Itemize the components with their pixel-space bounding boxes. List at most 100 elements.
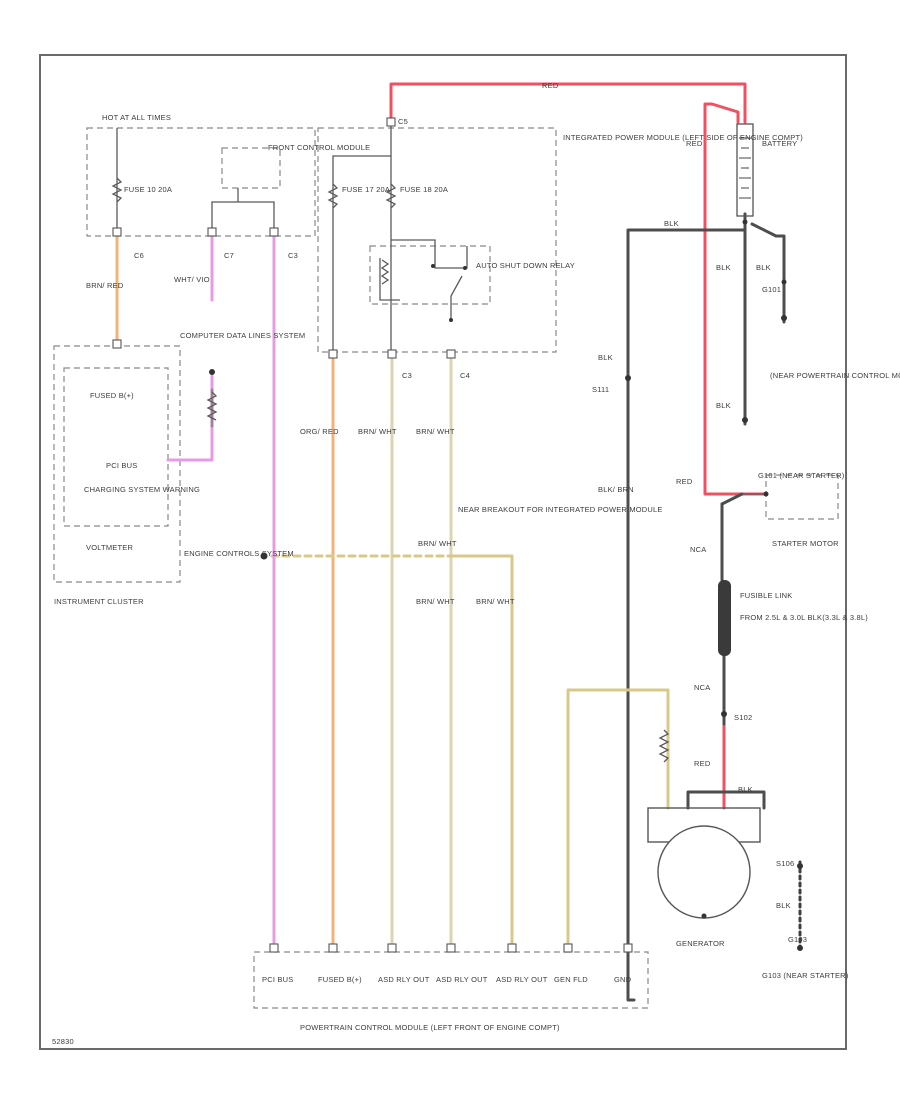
- fuse-10-label: FUSE 10 20A: [124, 185, 172, 194]
- diagram-frame: [39, 54, 847, 1050]
- relay-coil: [379, 258, 400, 301]
- pci-bus-wire: [166, 374, 214, 462]
- blk-wire-label-gen: BLK: [738, 785, 753, 794]
- pcm-pin-3: ASD RLY OUT: [378, 975, 430, 984]
- integrated-power-module-box: [317, 127, 557, 353]
- nca-wire-label: NCA: [690, 545, 706, 554]
- conn-c3-label: C3: [402, 371, 412, 380]
- blk-wire-label-right: BLK: [756, 263, 771, 272]
- footer-id: 52830: [52, 1037, 74, 1046]
- dk-grn-gen-field-wire: [566, 688, 670, 952]
- fusible-link-spec-label: FROM 2.5L & 3.0L BLK(3.3L & 3.8L): [740, 613, 868, 622]
- pcm-pins: PCI BUS FUSED B(+) ASD RLY OUT ASD RLY O…: [262, 975, 632, 984]
- wht-vio-wire-label: WHT/ VIO: [174, 275, 210, 284]
- pcm-box: [253, 951, 649, 1009]
- gen-field-resistor-icon: [658, 729, 670, 763]
- relay-switch: [450, 275, 463, 320]
- relay-coil-icon: [380, 259, 390, 285]
- brn-wht-wire-label-5: BRN/ WHT: [476, 597, 515, 606]
- brn-wht-wire-label-2: BRN/ WHT: [416, 427, 455, 436]
- pcm-pin-2: FUSED B(+): [318, 975, 362, 984]
- pci-bus-cluster-label: PCI BUS: [106, 461, 137, 470]
- battery-label: BATTERY: [762, 139, 797, 148]
- conn-c6-label: C6: [134, 251, 144, 260]
- fuse-18-icon: [385, 183, 397, 209]
- blk-g101-wire: [750, 222, 786, 324]
- fuse-18-label: FUSE 18 20A: [400, 185, 448, 194]
- g103-label: G103: [788, 935, 807, 944]
- computer-data-lines-label: COMPUTER DATA LINES SYSTEM: [180, 331, 305, 340]
- red-wire-label-battery: RED: [686, 139, 703, 148]
- pcm-pin-5: ASD RLY OUT: [496, 975, 548, 984]
- hot-at-all-times-box: [86, 127, 316, 237]
- red-battery-feed-wire: [389, 82, 747, 124]
- ipm-connector-stubs: [112, 117, 456, 359]
- starter-motor-label: STARTER MOTOR: [772, 539, 839, 548]
- g101-label: G101: [762, 285, 781, 294]
- blk-wire-label-s106: BLK: [716, 401, 731, 410]
- pcm-pin-1: PCI BUS: [262, 975, 293, 984]
- relay-feed: [391, 239, 468, 269]
- fuse-labels: FUSE 10 20A FUSE 17 20A FUSE 18 20A: [124, 185, 448, 194]
- near-breakout-label: NEAR BREAKOUT FOR INTEGRATED POWER MODUL…: [458, 505, 663, 514]
- battery-icon: [736, 123, 754, 217]
- s106-powertrain-label: (NEAR POWERTRAIN CONTROL MODULE): [770, 371, 900, 380]
- nca-wire-label-2: NCA: [694, 683, 710, 692]
- s111-label: S111: [592, 385, 609, 394]
- org-red-wire-label: ORG/ RED: [300, 427, 339, 436]
- conn-c3-top-label: C3: [288, 251, 298, 260]
- generator-icon: [657, 825, 751, 919]
- hot-at-label: HOT AT ALL TIMES: [102, 113, 171, 122]
- fuse-17-icon: [327, 183, 339, 209]
- front-control-module-label: FRONT CONTROL MODULE: [268, 143, 370, 152]
- conn-c4-label: C4: [460, 371, 470, 380]
- blk-wire-label-ground: BLK: [598, 353, 613, 362]
- fcm-wires: [211, 201, 275, 236]
- generator-label: GENERATOR: [676, 939, 725, 948]
- brn-wht-wire-label-4: BRN/ WHT: [416, 597, 455, 606]
- pcm-connector-stubs: [269, 943, 633, 953]
- blk-wire-label-left: BLK: [716, 263, 731, 272]
- conn-c5-label: C5: [398, 117, 408, 126]
- pcm-pin-4: ASD RLY OUT: [436, 975, 488, 984]
- fuse-10-icon: [111, 177, 123, 203]
- pcm-pin-6: GEN FLD: [554, 975, 588, 984]
- asd-relay-box: [369, 245, 491, 305]
- brn-wht-wire-label-1: BRN/ WHT: [358, 427, 397, 436]
- fusible-link-label: FUSIBLE LINK: [740, 591, 792, 600]
- blk-wire-label-top: BLK: [664, 219, 679, 228]
- conn-c7-label: C7: [224, 251, 234, 260]
- g101-starter-label: G101 (NEAR STARTER): [758, 471, 845, 480]
- starter-switch-lead: [720, 492, 744, 506]
- voltmeter-label: VOLTMETER: [86, 543, 133, 552]
- pci-bus-resistor-icon: [206, 391, 218, 421]
- fuse-17-label: FUSE 17 20A: [342, 185, 390, 194]
- fusible-link-icon: [718, 580, 731, 656]
- generator-ground-strap: [686, 790, 766, 810]
- blk-brn-wire-label: BLK/ BRN: [598, 485, 634, 494]
- brn-red-wire-label: BRN/ RED: [86, 281, 124, 290]
- charging-warning-label: CHARGING SYSTEM WARNING: [84, 485, 200, 494]
- red-wire-label-gen: RED: [694, 759, 711, 768]
- front-control-module-box: [221, 147, 281, 189]
- s106-label: S106: [776, 859, 794, 868]
- engine-controls-label: ENGINE CONTROLS SYSTEM: [184, 549, 294, 558]
- fused-bplus-label: FUSED B(+): [90, 391, 134, 400]
- charging-warning-box: [63, 367, 169, 527]
- asd-relay-label: AUTO SHUT DOWN RELAY: [476, 261, 575, 270]
- splice-dots: [209, 219, 803, 951]
- pcm-label: POWERTRAIN CONTROL MODULE (LEFT FRONT OF…: [300, 1023, 560, 1032]
- pcm-pin-7: GND: [614, 975, 632, 984]
- module-labels: HOT AT ALL TIMES FRONT CONTROL MODULE IN…: [52, 113, 900, 1046]
- blk-wire-label-g103: BLK: [776, 901, 791, 910]
- brn-wht-wire-label-3: BRN/ WHT: [418, 539, 457, 548]
- red-wire-label-starter: RED: [676, 477, 693, 486]
- starter-motor-box: [765, 474, 839, 520]
- red-wire-label-top: RED: [542, 81, 559, 90]
- fuse17-branch: [332, 155, 391, 358]
- connector-labels: C6 C7 C3 C5 C3 C4 S111 S102 S106 G101 G1…: [134, 117, 807, 944]
- s102-label: S102: [734, 713, 752, 722]
- wire-color-labels: RED RED RED RED BLK BLK BLK BLK BLK BLK …: [86, 81, 791, 910]
